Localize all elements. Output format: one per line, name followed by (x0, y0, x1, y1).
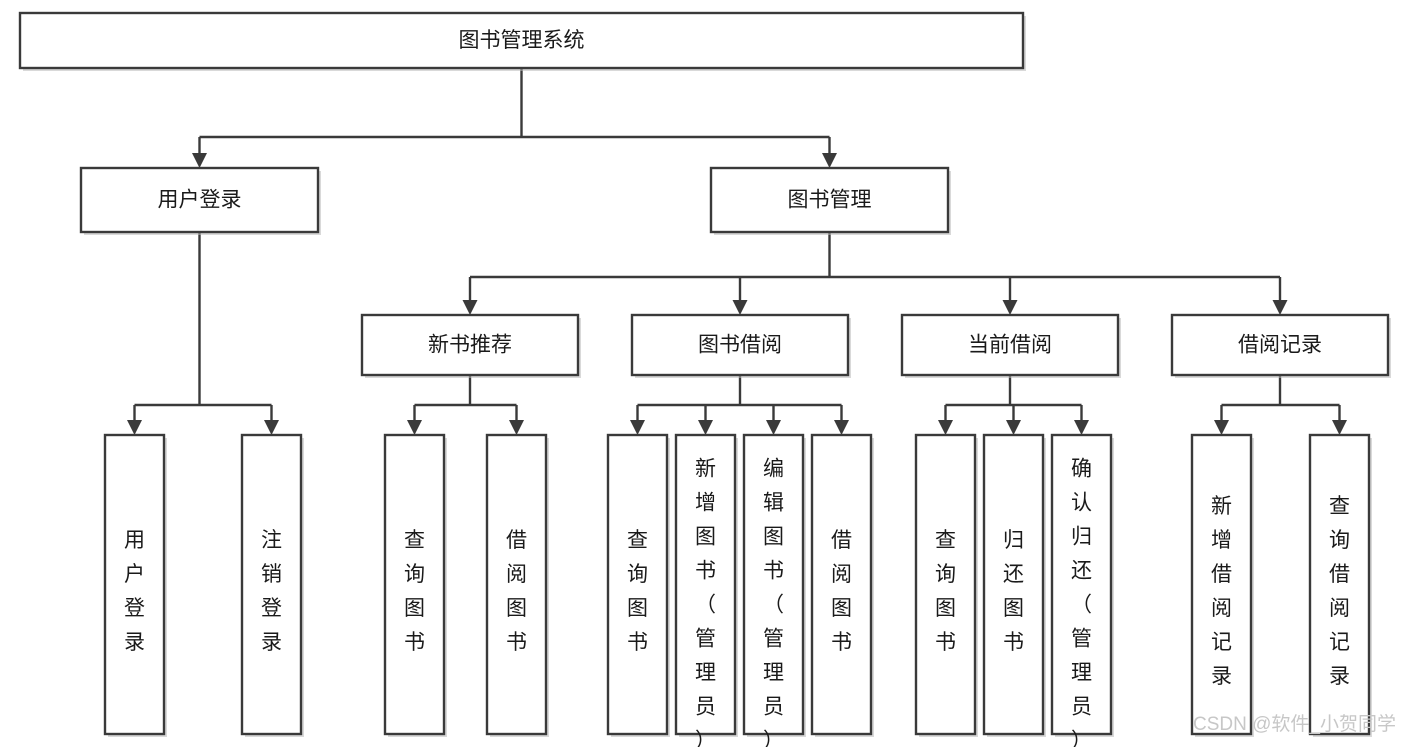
node-rect[interactable] (630, 313, 850, 377)
node-rect[interactable] (674, 433, 737, 736)
node-label: 用户登录 (124, 529, 145, 654)
node-label: 图书管理系统 (459, 29, 585, 52)
node-rect[interactable] (360, 313, 580, 377)
node-leaf-query-book-rec[interactable]: 查询图书 (383, 433, 447, 737)
node-label: 当前借阅 (968, 334, 1052, 357)
node-leaf-query-book-borrow[interactable]: 查询图书 (606, 433, 670, 737)
node-rect[interactable] (18, 11, 1025, 70)
node-book-borrow[interactable]: 图书借阅 (630, 313, 851, 378)
node-leaf-borrow-book[interactable]: 借阅图书 (810, 433, 874, 737)
node-root[interactable]: 图书管理系统 (18, 11, 1026, 71)
node-leaf-edit-book[interactable]: 编辑图书（管理员） (742, 433, 806, 747)
node-rect[interactable] (1308, 433, 1371, 736)
node-label: 查询借阅记录 (1329, 495, 1350, 688)
node-rect[interactable] (1190, 433, 1253, 736)
node-label: 新增图书（管理员） (695, 457, 716, 747)
node-rect[interactable] (485, 433, 548, 736)
node-rect[interactable] (709, 166, 950, 234)
edge-root-book-manage-head (822, 153, 837, 168)
edge-book-borrow-leaf-query-book-borrow-head (630, 420, 645, 435)
node-label: 借阅图书 (831, 529, 852, 654)
node-label: 图书借阅 (698, 334, 782, 357)
node-rect[interactable] (1050, 433, 1113, 736)
edge-current-borrow-leaf-query-book-cur-head (938, 420, 953, 435)
node-label: 借阅记录 (1238, 334, 1322, 357)
node-label: 注销登录 (261, 529, 282, 654)
node-rect[interactable] (982, 433, 1045, 736)
edge-bookmanage-borrow-record-head (1272, 300, 1288, 315)
edge-user-login-leaf-user-login-head (127, 420, 142, 435)
node-leaf-logout[interactable]: 注销登录 (240, 433, 304, 737)
connector-layer (127, 68, 1347, 435)
csdn-watermark: CSDN @软件_小贺同学 (1193, 713, 1396, 735)
node-user-login[interactable]: 用户登录 (79, 166, 321, 235)
node-label: 查询图书 (935, 529, 956, 654)
edge-bookmanage-new-book-recommend-head (462, 300, 478, 315)
node-rect[interactable] (900, 313, 1120, 377)
edge-bookmanage-current-borrow-head (1002, 300, 1018, 315)
edge-book-borrow-leaf-edit-book-head (766, 420, 781, 435)
node-rect[interactable] (742, 433, 805, 736)
edge-bookmanage-book-borrow-head (732, 300, 748, 315)
node-label: 借阅图书 (506, 529, 527, 654)
node-rect[interactable] (810, 433, 873, 736)
node-rect[interactable] (240, 433, 303, 736)
node-leaf-return-book[interactable]: 归还图书 (982, 433, 1046, 737)
node-layer: 图书管理系统用户登录图书管理新书推荐图书借阅当前借阅借阅记录用户登录注销登录查询… (18, 11, 1391, 747)
node-label: 查询图书 (627, 529, 648, 654)
node-rect[interactable] (606, 433, 669, 736)
node-label: 归还图书 (1003, 529, 1024, 654)
edge-user-login-leaf-logout-head (264, 420, 279, 435)
node-label: 查询图书 (404, 529, 425, 654)
node-rect[interactable] (914, 433, 977, 736)
node-leaf-query-book-cur[interactable]: 查询图书 (914, 433, 978, 737)
node-leaf-user-login[interactable]: 用户登录 (103, 433, 167, 737)
node-label: 编辑图书（管理员） (763, 457, 784, 747)
node-leaf-query-record[interactable]: 查询借阅记录 (1308, 433, 1372, 737)
node-label: 确认归还（管理员） (1071, 457, 1092, 747)
node-rect[interactable] (1170, 313, 1390, 377)
edge-current-borrow-leaf-return-book-head (1006, 420, 1021, 435)
edge-borrow-record-leaf-add-record-head (1214, 420, 1229, 435)
edge-book-borrow-leaf-add-book-head (698, 420, 713, 435)
node-leaf-borrow-book-rec[interactable]: 借阅图书 (485, 433, 549, 737)
node-book-manage[interactable]: 图书管理 (709, 166, 951, 235)
node-label: 图书管理 (788, 189, 872, 212)
node-borrow-record[interactable]: 借阅记录 (1170, 313, 1391, 378)
node-current-borrow[interactable]: 当前借阅 (900, 313, 1121, 378)
edge-borrow-record-leaf-query-record-head (1332, 420, 1347, 435)
node-label: 新增借阅记录 (1211, 495, 1232, 688)
edge-new-book-recommend-leaf-borrow-book-rec-head (509, 420, 524, 435)
edge-book-borrow-leaf-borrow-book-head (834, 420, 849, 435)
node-leaf-add-book[interactable]: 新增图书（管理员） (674, 433, 738, 747)
node-new-book-recommend[interactable]: 新书推荐 (360, 313, 581, 378)
node-rect[interactable] (383, 433, 446, 736)
node-label: 新书推荐 (428, 334, 512, 357)
edge-root-user-login-head (192, 153, 207, 168)
node-leaf-add-record[interactable]: 新增借阅记录 (1190, 433, 1254, 737)
node-rect[interactable] (103, 433, 166, 736)
node-rect[interactable] (79, 166, 320, 234)
node-label: 用户登录 (158, 189, 242, 212)
edge-new-book-recommend-leaf-query-book-rec-head (407, 420, 422, 435)
edge-current-borrow-leaf-confirm-return-head (1074, 420, 1089, 435)
node-leaf-confirm-return[interactable]: 确认归还（管理员） (1050, 433, 1114, 747)
